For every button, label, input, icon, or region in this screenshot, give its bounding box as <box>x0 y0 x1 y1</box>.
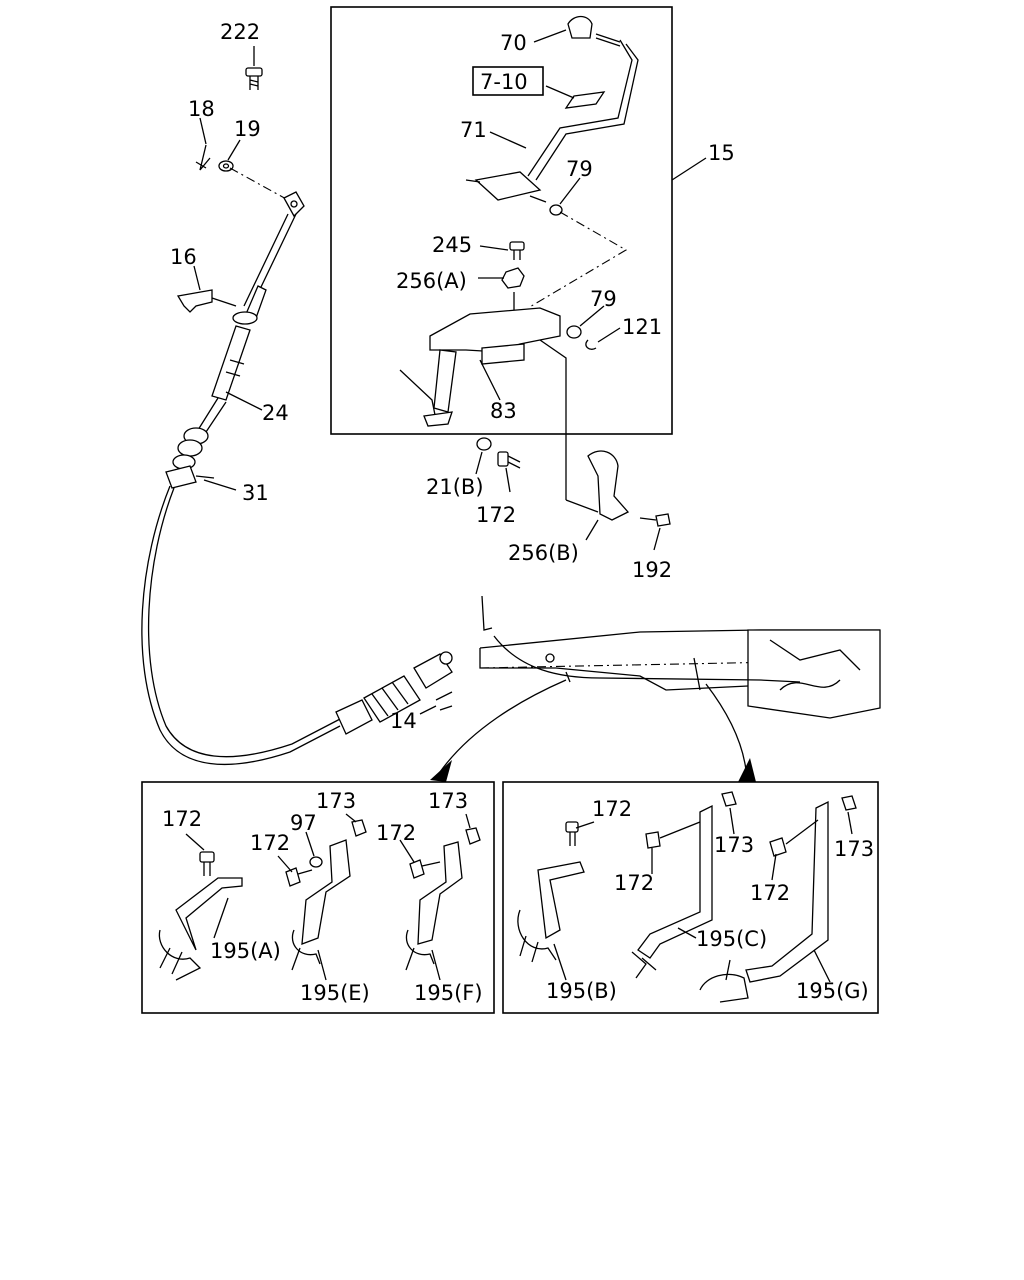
shift-cable-loop-inner <box>147 487 343 758</box>
washer-79-lower <box>566 325 582 339</box>
label-83: 83 <box>490 399 517 423</box>
label-plate-7-10 <box>564 91 606 109</box>
label-192: 192 <box>632 558 672 582</box>
knob-70 <box>567 15 621 47</box>
label-79-lower: 79 <box>590 287 617 311</box>
label-left-97: 97 <box>290 811 317 835</box>
bracket-detail-frame-right <box>502 781 879 1014</box>
detail-arrow-right-line <box>705 683 747 771</box>
label-31: 31 <box>242 481 269 505</box>
label-15: 15 <box>708 141 735 165</box>
grommet-31 <box>165 465 215 489</box>
cable-end-14 <box>335 651 453 735</box>
shift-lever-71 <box>465 39 639 203</box>
label-121: 121 <box>622 315 662 339</box>
shift-cable-loop <box>141 485 341 766</box>
detail-arrow-left-head <box>430 760 452 782</box>
label-70: 70 <box>500 31 527 55</box>
shift-lever-assembly-frame <box>330 6 673 435</box>
label-right-172-a: 172 <box>592 797 632 821</box>
detail-arrow-left-line <box>439 679 567 773</box>
bolt-245 <box>509 241 525 260</box>
nut-256a <box>501 267 525 289</box>
label-222: 222 <box>220 20 260 44</box>
label-256b: 256(B) <box>508 541 579 565</box>
label-right-172-b: 172 <box>614 871 654 895</box>
label-left-172-b: 172 <box>250 831 290 855</box>
bracket-256b <box>587 450 630 521</box>
alignment-line-79 <box>527 211 628 309</box>
clip-16 <box>176 289 237 313</box>
clip-121 <box>585 339 597 350</box>
label-right-173-b: 173 <box>834 837 874 861</box>
label-left-173-b: 173 <box>428 789 468 813</box>
clamp-mark-right <box>693 657 701 691</box>
bracket-195a <box>158 851 243 981</box>
shift-cable-24 <box>172 213 297 470</box>
label-256a: 256(A) <box>396 269 467 293</box>
washer-19 <box>218 160 234 172</box>
label-right-173-a: 173 <box>714 833 754 857</box>
cable-end-clevis <box>283 191 305 218</box>
label-79-upper: 79 <box>566 157 593 181</box>
leader-256b <box>565 499 599 513</box>
washer-21b <box>476 437 492 451</box>
label-7-10: 7-10 <box>480 70 528 94</box>
label-18: 18 <box>188 97 215 121</box>
bracket-195g <box>699 795 857 1003</box>
bracket-195e <box>285 819 367 971</box>
label-195c: 195(C) <box>696 927 767 951</box>
label-16: 16 <box>170 245 197 269</box>
label-21b: 21(B) <box>426 475 484 499</box>
chassis-frame <box>479 595 881 719</box>
clip-18 <box>195 144 211 171</box>
label-left-172-c: 172 <box>376 821 416 845</box>
label-24: 24 <box>262 401 289 425</box>
label-right-172-c: 172 <box>750 881 790 905</box>
bracket-detail-frame-left <box>141 781 495 1014</box>
bolt-192 <box>639 513 671 527</box>
label-195a: 195(A) <box>210 939 281 963</box>
label-left-173-a: 173 <box>316 789 356 813</box>
label-19: 19 <box>234 117 261 141</box>
bracket-195c <box>631 791 737 979</box>
bracket-195f <box>405 827 481 971</box>
label-245: 245 <box>432 233 472 257</box>
label-195e: 195(E) <box>300 981 370 1005</box>
bracket-195b <box>517 821 585 963</box>
label-195g: 195(G) <box>796 979 869 1003</box>
leader-lines <box>185 29 853 983</box>
alignment-line-19 <box>229 167 289 201</box>
bolt-222 <box>245 67 263 90</box>
clamp-mark-left <box>565 671 571 683</box>
bracket-83 <box>399 307 561 427</box>
label-left-172-a: 172 <box>162 807 202 831</box>
bolt-172-upper <box>497 451 521 469</box>
leader-right-lower <box>539 339 567 500</box>
label-195b: 195(B) <box>546 979 617 1003</box>
washer-79-upper <box>549 204 563 216</box>
label-71: 71 <box>460 118 487 142</box>
detail-arrow-right-head <box>738 758 756 782</box>
ref-box-7-10 <box>472 66 544 96</box>
label-172-upper: 172 <box>476 503 516 527</box>
label-14: 14 <box>390 709 417 733</box>
label-195f: 195(F) <box>414 981 483 1005</box>
